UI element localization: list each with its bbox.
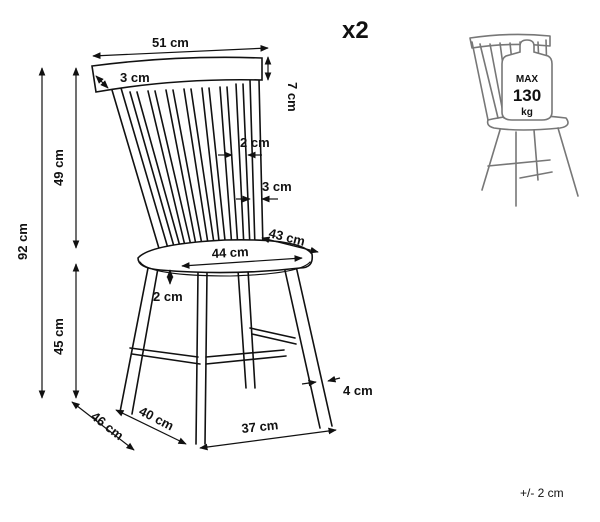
max-load-value: 130 — [513, 86, 541, 105]
label-backrest-width: 51 cm — [152, 35, 189, 50]
label-seat-height: 45 cm — [51, 318, 66, 355]
dimension-labels: 51 cm 7 cm 3 cm 2 cm 3 cm 92 cm 49 cm 45… — [15, 35, 373, 443]
front-stretcher — [205, 349, 287, 365]
label-backrest-height: 49 cm — [51, 149, 66, 186]
quantity-label: x2 — [342, 17, 369, 44]
label-seat-width: 44 cm — [211, 244, 249, 261]
label-total-height: 92 cm — [15, 223, 30, 260]
label-footprint-depth: 46 cm — [88, 409, 126, 444]
back-right-leg — [283, 265, 333, 429]
back-right-post-edge — [258, 79, 264, 249]
label-seat-thickness: 2 cm — [153, 289, 183, 304]
label-leg-thickness: 4 cm — [343, 383, 373, 398]
label-leg-span-front: 37 cm — [241, 417, 279, 436]
back-right-post — [249, 79, 256, 249]
label-top-rail-thickness: 3 cm — [120, 70, 150, 85]
max-load-unit: kg — [521, 107, 533, 118]
label-top-rail-height: 7 cm — [285, 82, 300, 112]
tolerance-label: +/- 2 cm — [520, 486, 564, 500]
max-load-icon: MAX 130 kg — [469, 33, 579, 207]
top-rail — [91, 56, 263, 93]
label-leg-span-side: 40 cm — [137, 403, 177, 433]
front-left-leg — [119, 267, 159, 415]
back-spindles — [129, 83, 251, 251]
max-load-label: MAX — [516, 74, 539, 85]
back-left-post-edge — [120, 87, 173, 263]
dimension-lines — [38, 44, 341, 451]
label-spindle-width: 3 cm — [262, 179, 292, 194]
back-left-post — [111, 89, 164, 263]
label-spindle-gap: 2 cm — [240, 135, 270, 150]
side-stretcher — [129, 347, 201, 365]
back-stretcher — [249, 327, 297, 345]
front-right-leg — [195, 271, 208, 445]
